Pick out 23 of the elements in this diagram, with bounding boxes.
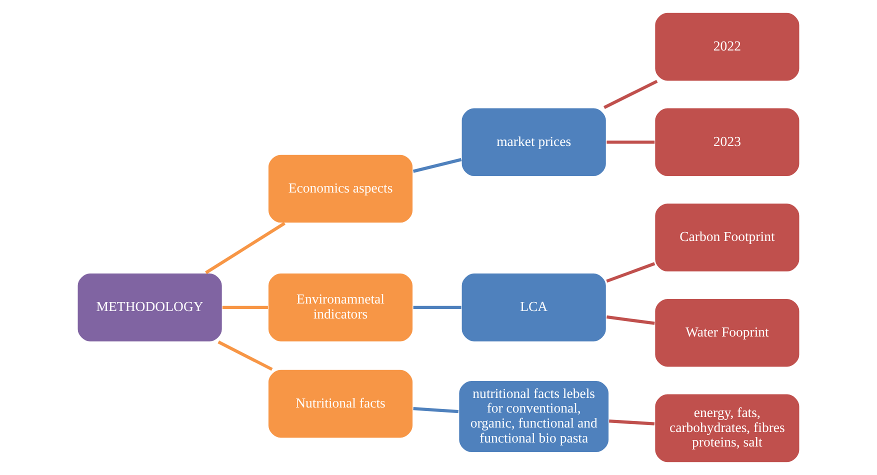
connector: [413, 306, 462, 309]
connector: [412, 158, 462, 173]
node-box: Carbon Footprint: [654, 202, 800, 272]
node-box: 2022: [654, 12, 800, 82]
node-box: Economics aspects: [267, 154, 414, 224]
connector: [222, 306, 268, 309]
node-box: 2023: [654, 107, 800, 178]
node-box: Nutritional facts: [267, 368, 414, 439]
node-box: market prices: [460, 107, 607, 178]
connector: [218, 340, 273, 371]
connector: [606, 140, 655, 144]
connector: [606, 315, 655, 325]
node-box: Environamnetal indicators: [267, 272, 414, 342]
connector: [205, 222, 286, 274]
connector: [413, 407, 458, 414]
node-box: Water Fooprint: [654, 298, 800, 368]
connector: [609, 419, 655, 426]
connector: [604, 80, 658, 110]
connector: [606, 262, 656, 283]
node-box: energy, fats, carbohydrates, fibres proteins, salt: [654, 393, 800, 464]
node-box: METHODOLOGY: [76, 272, 223, 342]
node-box: LCA: [460, 272, 607, 342]
node-box: nutritional facts lebels for conventional, organic, functional and functional bio pasta: [458, 380, 610, 454]
